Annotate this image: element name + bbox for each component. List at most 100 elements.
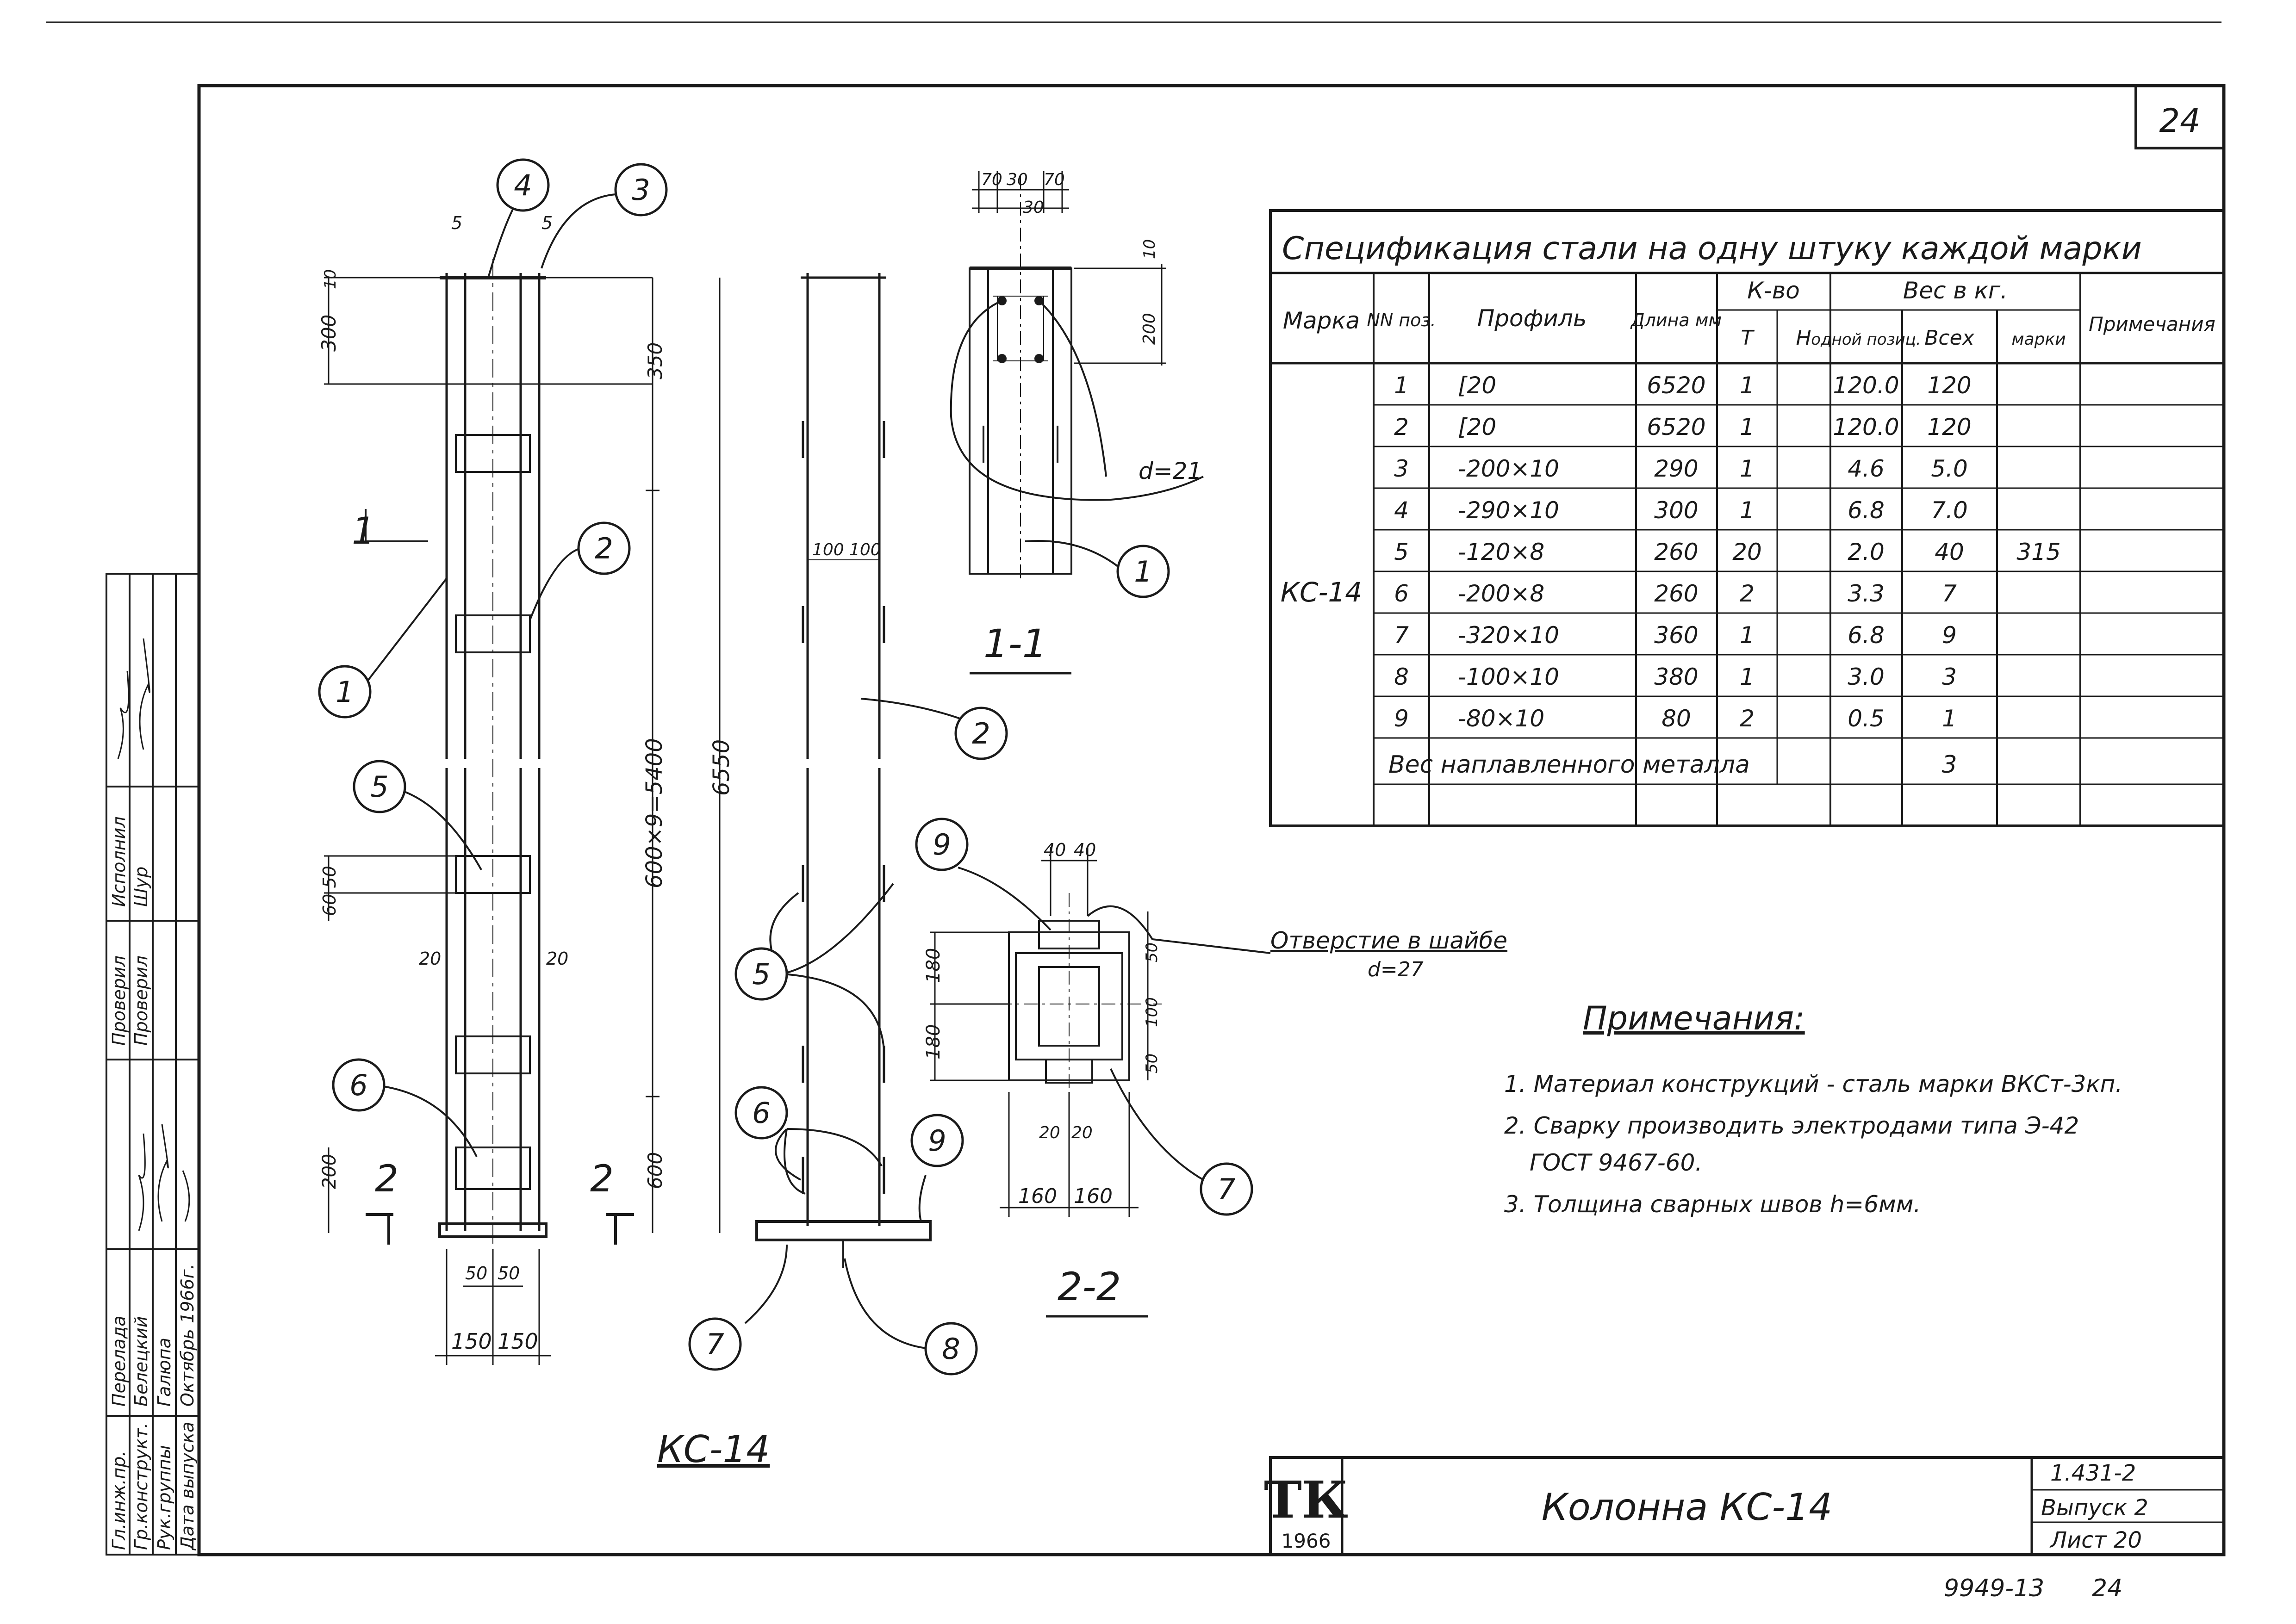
spec-header-weight-unit: одной позиц. xyxy=(1811,330,1921,349)
dim-200-s: 200 xyxy=(1140,313,1159,345)
stamp-role-3: Рук.группы xyxy=(154,1445,174,1550)
position-bubble xyxy=(496,158,550,212)
position-bubble-label: 6 xyxy=(349,1068,367,1102)
notes-title: Примечания: xyxy=(1583,999,1805,1037)
title-block: ТК 1966 Колонна КС-14 1.431-2 Выпуск 2 Л… xyxy=(1264,1456,2225,1556)
stamp-name-2: Белецкий xyxy=(131,1316,151,1407)
section-2-2: 180 180 40 40 50 100 50 20 20 160 160 2-… xyxy=(923,840,1204,1318)
spec-header-weight: Вес в кг. xyxy=(1903,277,2008,304)
note-3: 3. Толщина сварных швов h=6мм. xyxy=(1504,1191,1921,1218)
dim-100-r: 100 xyxy=(1143,997,1161,1027)
dim-350: 350 xyxy=(644,342,666,379)
spec-cell-all: 1 xyxy=(1942,705,1957,732)
position-bubble-label: 6 xyxy=(752,1096,770,1130)
stamp-checked: Проверил xyxy=(109,955,129,1046)
position-bubble xyxy=(910,1114,964,1167)
spec-cell-length: 260 xyxy=(1654,580,1698,607)
position-bubble xyxy=(577,521,631,575)
stamp-role-2: Гр.конструкт. xyxy=(131,1423,151,1550)
spec-cell-pos: 4 xyxy=(1394,497,1409,524)
sheet-number-box xyxy=(2134,84,2225,149)
spec-mark-weight: 315 xyxy=(2016,539,2060,565)
dim-10-s: 10 xyxy=(1140,239,1159,259)
spec-cell-pos: 1 xyxy=(1394,372,1409,399)
dim-160-b: 160 xyxy=(1074,1184,1113,1208)
position-bubble-label: 5 xyxy=(752,957,770,991)
stamp-checked-2: Проверил xyxy=(131,955,151,1046)
position-bubble xyxy=(318,665,372,719)
logo-year: 1966 xyxy=(1282,1530,1331,1552)
spec-cell-all: 7 xyxy=(1942,580,1957,607)
section-1-1: 70 30 70 30 200 10 d=21 1-1 xyxy=(950,170,1204,675)
spec-header-qty: К-во xyxy=(1747,277,1800,304)
dim-100-b: 100 xyxy=(849,540,881,559)
spec-cell-unit: 3.0 xyxy=(1848,663,1885,690)
sheet-number-bottom: 24 xyxy=(2092,1574,2122,1602)
spec-weld-weight: 3 xyxy=(1941,751,1957,779)
spec-header-length: Длина мм xyxy=(1630,310,1722,330)
spec-cell-all: 3 xyxy=(1942,663,1957,690)
spec-cell-length: 290 xyxy=(1654,455,1698,482)
position-bubble-label: 1 xyxy=(1134,555,1152,589)
position-bubble-label: 2 xyxy=(595,532,613,565)
spec-cell-unit: 2.0 xyxy=(1848,539,1885,565)
spec-cell-unit: 120.0 xyxy=(1833,372,1899,399)
stamp-executor: Шур xyxy=(131,867,151,907)
spec-cell-pos: 7 xyxy=(1394,622,1409,649)
position-bubble xyxy=(954,707,1008,760)
dim-50-r1: 50 xyxy=(1143,942,1161,962)
dim-20-right: 20 xyxy=(546,948,568,969)
spec-cell-unit: 3.3 xyxy=(1848,580,1885,607)
position-bubble xyxy=(614,163,668,217)
spec-header-mark: Марка xyxy=(1283,307,1360,334)
note-1: 1. Материал конструкций - сталь марки ВК… xyxy=(1504,1071,2122,1097)
note-2: 2. Сварку производить электродами типа Э… xyxy=(1504,1112,2079,1139)
spec-cell-qty: 1 xyxy=(1740,414,1755,440)
position-bubble-label: 5 xyxy=(370,770,388,804)
note-2b: ГОСТ 9467-60. xyxy=(1530,1149,1702,1176)
position-bubble-label: 9 xyxy=(928,1124,946,1158)
spec-header-profile: Профиль xyxy=(1477,305,1587,332)
dim-50-r2: 50 xyxy=(1143,1054,1161,1073)
position-bubble xyxy=(734,1086,788,1140)
spec-cell-length: 80 xyxy=(1661,705,1691,732)
spec-header-pos: NN поз. xyxy=(1367,310,1436,330)
main-label: КС-14 xyxy=(657,1428,770,1471)
stamp-name-4: Октябрь 1966г. xyxy=(177,1264,198,1407)
dim-top-5-left: 5 xyxy=(451,213,462,233)
dim-50-left: 50 xyxy=(465,1263,487,1283)
position-bubble-label: 1 xyxy=(336,675,354,709)
title-sheet: Лист 20 xyxy=(2049,1527,2142,1553)
spec-cell-all: 9 xyxy=(1942,622,1957,649)
stamp-role-1: Гл.инж.пр. xyxy=(109,1451,129,1550)
notes-block: Примечания: 1. Материал конструкций - ст… xyxy=(1504,999,2122,1218)
spec-cell-all: 40 xyxy=(1935,539,1964,565)
column-elevation: 1 2 2 5 5 300 10 350 600×9=5400 6550 600… xyxy=(317,193,770,1471)
dim-60-50: 60 50 xyxy=(319,866,340,916)
position-bubble xyxy=(332,1058,386,1112)
spec-mark: КС-14 xyxy=(1281,576,1362,608)
position-bubble-label: 9 xyxy=(933,828,951,862)
spec-table: Спецификация стали на одну штуку каждой … xyxy=(1269,209,2225,827)
hole-note-value: d=27 xyxy=(1368,958,1424,981)
dim-20-left: 20 xyxy=(419,948,441,969)
dim-150-left: 150 xyxy=(451,1329,492,1354)
dim-300: 300 xyxy=(317,315,340,352)
spec-cell-length: 300 xyxy=(1654,497,1698,524)
spec-cell-pos: 2 xyxy=(1394,414,1409,440)
dim-200: 200 xyxy=(319,1154,340,1189)
position-bubble xyxy=(915,818,969,871)
spec-cell-profile: -320×10 xyxy=(1458,622,1559,649)
spec-cell-pos: 6 xyxy=(1394,580,1409,607)
dim-150-right: 150 xyxy=(498,1329,538,1354)
dim-5400: 600×9=5400 xyxy=(641,738,667,888)
spec-cell-qty: 1 xyxy=(1740,455,1755,482)
position-bubble xyxy=(1116,545,1170,598)
dim-20-s2: 20 xyxy=(1071,1123,1093,1142)
spec-cell-all: 120 xyxy=(1927,414,1971,440)
bolt-label: d=21 xyxy=(1139,458,1202,484)
position-bubble-label: 7 xyxy=(706,1327,724,1361)
dim-30-b: 30 xyxy=(1023,198,1044,217)
